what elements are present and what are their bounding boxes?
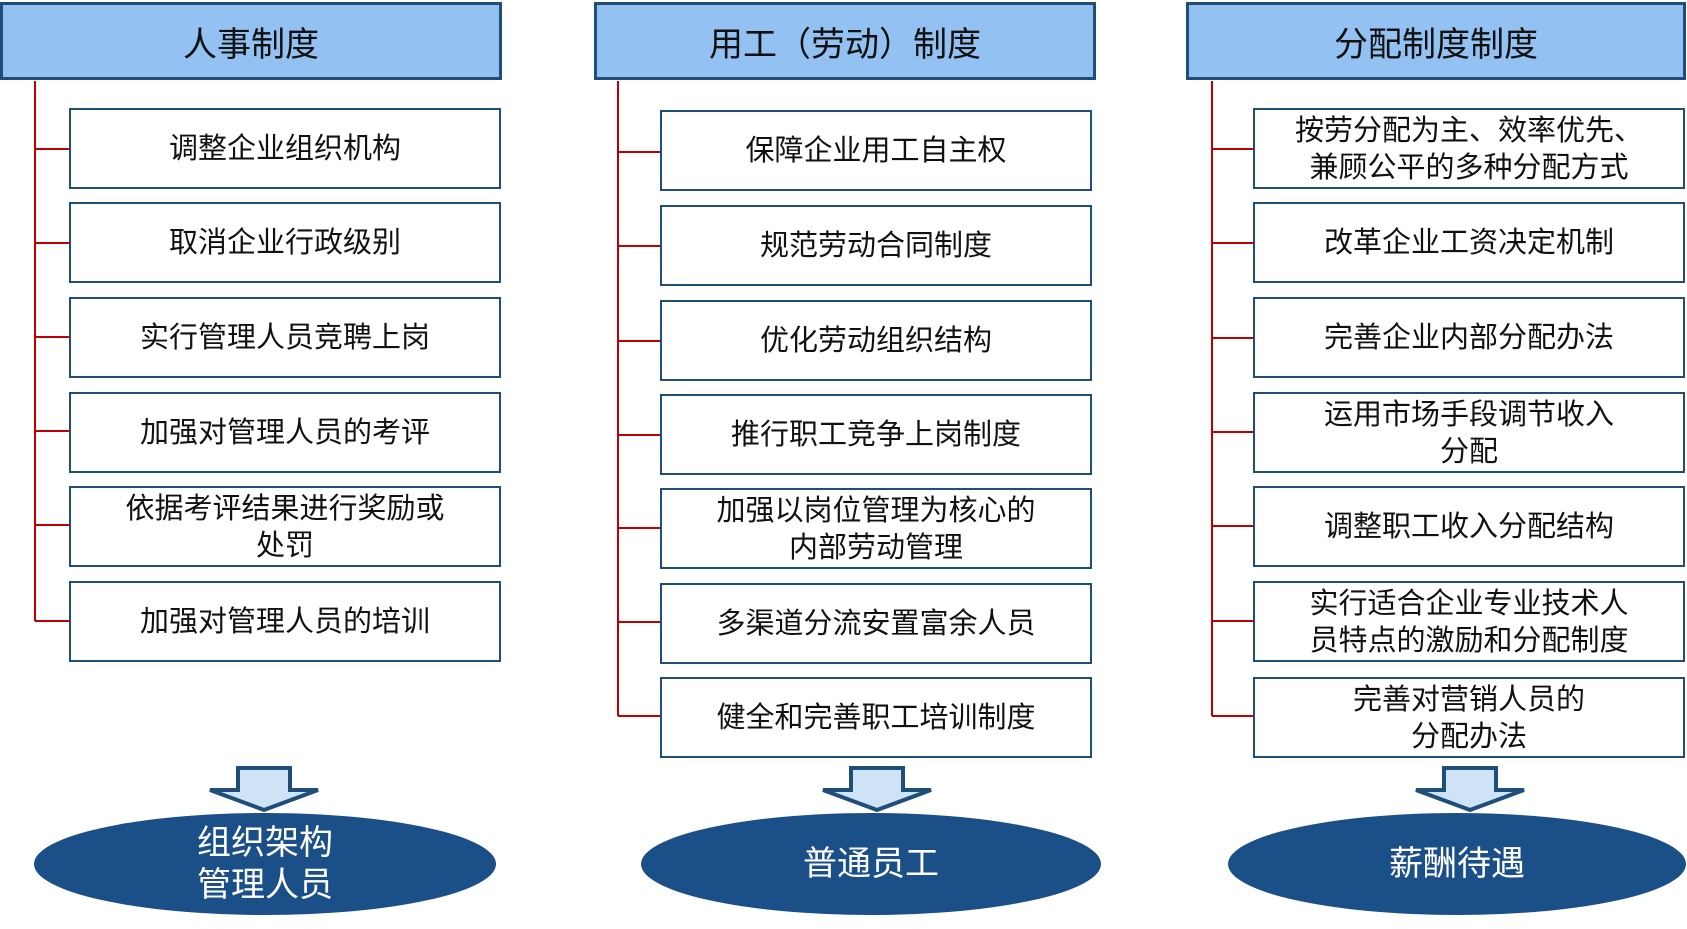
item-labor-5: 加强以岗位管理为核心的 内部劳动管理 (660, 488, 1092, 569)
item-labor-4: 推行职工竞争上岗制度 (660, 394, 1092, 475)
item-personnel-1: 调整企业组织机构 (69, 108, 501, 189)
item-labor-1: 保障企业用工自主权 (660, 110, 1092, 191)
item-distribution-7: 完善对营销人员的 分配办法 (1253, 677, 1685, 758)
connectors-personnel (34, 81, 69, 622)
item-distribution-6: 实行适合企业专业技术人 员特点的激励和分配制度 (1253, 581, 1685, 662)
item-personnel-4: 加强对管理人员的考评 (69, 392, 501, 473)
down-arrow-distribution (1415, 766, 1525, 813)
item-distribution-5: 调整职工收入分配结构 (1253, 486, 1685, 567)
item-personnel-6: 加强对管理人员的培训 (69, 581, 501, 662)
item-personnel-3: 实行管理人员竞聘上岗 (69, 297, 501, 378)
result-ellipse-distribution: 薪酬待遇 (1228, 813, 1686, 915)
item-distribution-3: 完善企业内部分配办法 (1253, 297, 1685, 378)
result-ellipse-labor: 普通员工 (641, 813, 1101, 915)
header-personnel-system: 人事制度 (0, 2, 502, 80)
item-distribution-2: 改革企业工资决定机制 (1253, 202, 1685, 283)
item-labor-2: 规范劳动合同制度 (660, 205, 1092, 286)
item-labor-7: 健全和完善职工培训制度 (660, 677, 1092, 758)
connectors-distribution (1211, 81, 1253, 717)
header-labor-system: 用工（劳动）制度 (594, 2, 1096, 80)
connectors-labor (617, 81, 660, 717)
item-distribution-1: 按劳分配为主、效率优先、 兼顾公平的多种分配方式 (1253, 108, 1685, 189)
item-labor-3: 优化劳动组织结构 (660, 300, 1092, 381)
item-labor-6: 多渠道分流安置富余人员 (660, 583, 1092, 664)
result-ellipse-personnel: 组织架构 管理人员 (34, 813, 496, 915)
down-arrow-labor (822, 766, 932, 813)
item-personnel-5: 依据考评结果进行奖励或 处罚 (69, 486, 501, 567)
header-distribution-system: 分配制度制度 (1186, 2, 1686, 80)
item-distribution-4: 运用市场手段调节收入 分配 (1253, 392, 1685, 473)
item-personnel-2: 取消企业行政级别 (69, 202, 501, 283)
down-arrow-personnel (209, 766, 319, 813)
